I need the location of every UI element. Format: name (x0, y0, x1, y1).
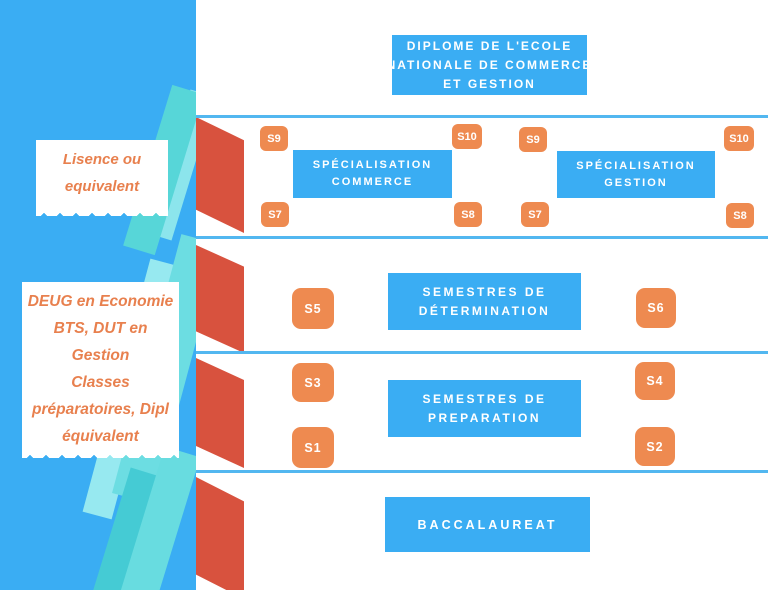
divider-line-3 (196, 351, 768, 354)
semester-chip-label: S3 (304, 375, 322, 390)
specialisation-gestion-line: SPÉCIALISATION (576, 159, 696, 172)
divider-line-1 (196, 115, 768, 118)
specialisation-commerce-line: COMMERCE (331, 176, 414, 188)
preparation-line: SEMESTRES DE (422, 391, 547, 406)
determination-line: DÉTERMINATION (418, 303, 551, 318)
semester-chip-s1: S1 (292, 427, 334, 468)
divider-line-2 (196, 236, 768, 239)
diploma-box: DIPLOME DE L'ECOLE NATIONALE DE COMMERCE… (387, 35, 590, 95)
semester-chip-label: S7 (528, 208, 542, 221)
ribbon-deug-line: Gestion (71, 347, 130, 364)
red-parallelogram-row4 (196, 477, 244, 590)
semester-chip-label: S7 (268, 208, 282, 221)
specialisation-commerce-line: SPÉCIALISATION (312, 159, 433, 171)
semester-chip-s2: S2 (635, 427, 675, 466)
semestres-determination-box: SEMESTRES DE DÉTERMINATION (388, 273, 581, 330)
semester-chip-label: S8 (461, 208, 475, 221)
semester-chip-s9-commerce: S9 (260, 126, 288, 151)
preparation-line: PREPARATION (427, 410, 542, 425)
ribbon-deug-line: DEUG en Economie (27, 293, 174, 310)
ribbon-deug-line: préparatoires, Dipl (32, 401, 169, 418)
semester-chip-s8-commerce: S8 (454, 202, 482, 227)
specialisation-gestion-box: SPÉCIALISATION GESTION (557, 151, 715, 198)
semester-chip-s7-gestion: S7 (521, 202, 549, 227)
divider-line-4 (196, 470, 768, 473)
ribbon-licence-line: equivalent (64, 178, 140, 195)
ribbon-zigzag-edge (22, 446, 179, 458)
red-parallelogram-row1 (196, 117, 244, 233)
semester-chip-s9-gestion: S9 (519, 127, 547, 152)
semestres-preparation-box: SEMESTRES DE PREPARATION (388, 380, 581, 437)
semester-chip-label: S4 (646, 374, 664, 388)
semester-chip-s5: S5 (292, 288, 334, 329)
semester-chip-label: S9 (267, 132, 281, 145)
semester-chip-label: S1 (304, 440, 322, 455)
semester-chip-label: S6 (647, 301, 665, 315)
ribbon-deug: DEUG en Economie BTS, DUT en Gestion Cla… (22, 282, 179, 458)
semester-chip-label: S2 (646, 439, 664, 454)
red-parallelogram-row2 (196, 245, 244, 353)
semester-chip-s10-commerce: S10 (452, 124, 482, 149)
semester-chip-s7-commerce: S7 (261, 202, 289, 227)
ribbon-zigzag-edge (36, 204, 168, 216)
semester-chip-label: S9 (526, 133, 540, 146)
semester-chip-label: S8 (733, 209, 747, 222)
semester-chip-s6: S6 (636, 288, 676, 328)
semester-chip-s3: S3 (292, 363, 334, 402)
specialisation-commerce-box: SPÉCIALISATION COMMERCE (293, 150, 452, 198)
semester-chip-s4: S4 (635, 362, 675, 400)
semester-chip-label: S5 (304, 301, 322, 316)
ribbon-deug-line: BTS, DUT en (53, 320, 148, 337)
diploma-line: NATIONALE DE COMMERCE (386, 57, 593, 72)
red-parallelogram-row3 (196, 358, 244, 468)
ribbon-deug-line: équivalent (62, 428, 139, 445)
ribbon-licence-line: Lisence ou (62, 151, 142, 168)
semester-chip-label: S10 (729, 132, 749, 145)
baccalaureat-box: BACCALAUREAT (385, 497, 590, 552)
semester-chip-s8-gestion: S8 (726, 203, 754, 228)
specialisation-gestion-line: GESTION (604, 176, 668, 189)
determination-line: SEMESTRES DE (422, 284, 547, 299)
semester-chip-s10-gestion: S10 (724, 126, 754, 151)
diploma-line: DIPLOME DE L'ECOLE (406, 38, 573, 53)
semester-chip-label: S10 (457, 130, 477, 143)
diploma-line: ET GESTION (443, 76, 536, 91)
ribbon-licence: Lisence ou equivalent (36, 140, 168, 216)
baccalaureat-label: BACCALAUREAT (417, 517, 558, 532)
ribbon-deug-line: Classes (71, 374, 130, 391)
